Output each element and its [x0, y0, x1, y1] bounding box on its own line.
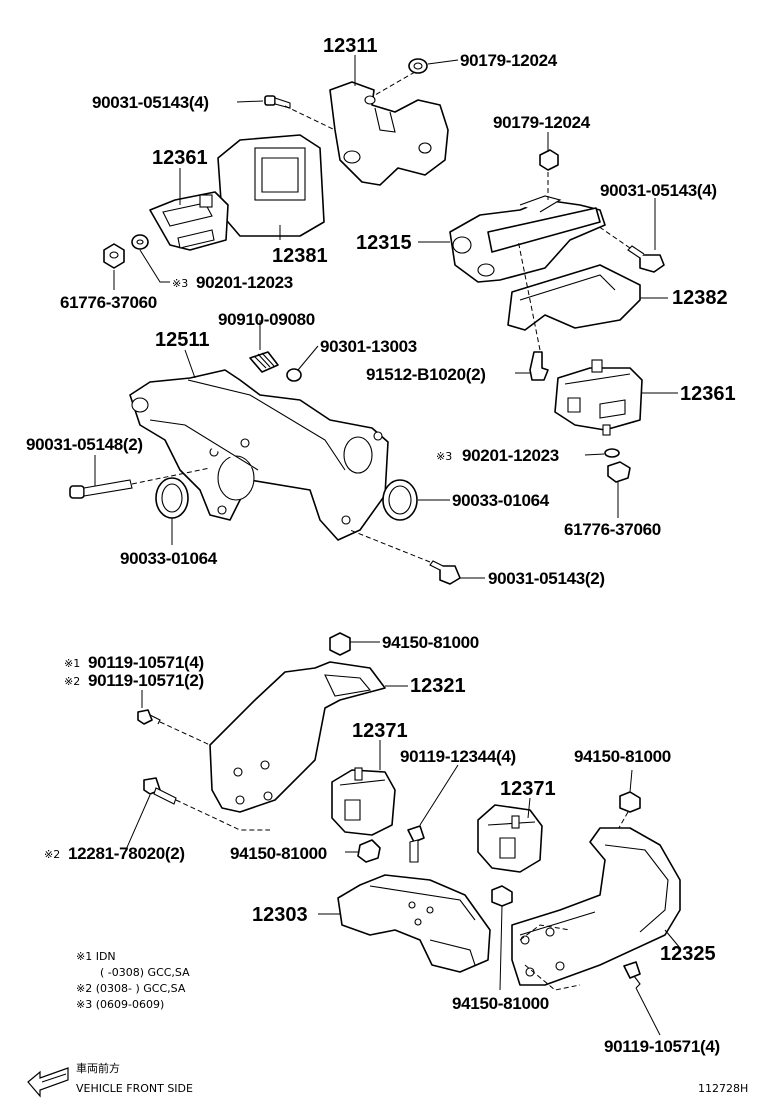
leader-dash [349, 529, 431, 563]
washer-90201-left [131, 234, 149, 250]
label-90201-12023-left: 90201-12023 [196, 273, 293, 292]
label-90031-05143-top: 90031-05143(4) [92, 93, 209, 112]
label-90179-12024-right: 90179-12024 [493, 113, 591, 132]
bolt-90031-05148 [69, 479, 133, 499]
bolt-90119-a [137, 709, 161, 725]
label-90033-01064-right: 90033-01064 [452, 491, 550, 510]
note-line-3: ※2 (0308- ) GCC,SA [76, 982, 186, 995]
leader-dash [517, 239, 541, 351]
bolt-90031-right [627, 245, 665, 273]
label-90119-10571-bottom: 90119-10571(4) [604, 1037, 720, 1056]
label-90201-12023-right: 90201-12023 [462, 446, 559, 465]
part-12511-crossmember [129, 369, 389, 541]
leader-dash [175, 799, 270, 831]
label-12371-right: 12371 [500, 778, 556, 800]
leader-dash [374, 71, 416, 96]
label-12511: 12511 [155, 329, 210, 351]
leader-lines [94, 55, 681, 1036]
label-90031-05148: 90031-05148(2) [26, 435, 143, 454]
label-12303: 12303 [252, 904, 308, 926]
label-90119-10571-a: 90119-10571(4) [88, 653, 204, 672]
nut-94150-right [619, 791, 641, 813]
label-90031-05143-right: 90031-05143(4) [600, 181, 717, 200]
part-12381-cover [217, 134, 325, 237]
bolt-12281 [143, 777, 177, 805]
vehicle-front-arrow [27, 1067, 69, 1098]
leader-dash [159, 721, 211, 746]
mark-1: ※1 [64, 657, 80, 670]
label-90031-05143-bottom: 90031-05143(2) [488, 569, 605, 588]
bolt-90119-bottom [623, 961, 641, 989]
washer-90201-right [604, 448, 620, 458]
label-94150-81000-bottom: 94150-81000 [452, 994, 549, 1013]
label-91512-b1020: 91512-B1020(2) [366, 365, 486, 384]
leader-dash [597, 225, 631, 249]
bolt-90031-bottom [429, 560, 461, 585]
label-12281-78020: 12281-78020(2) [68, 844, 185, 863]
ring-90301 [286, 368, 302, 382]
label-90119-10571-b: 90119-10571(2) [88, 671, 204, 690]
footer-vehicle-front-side: VEHICLE FRONT SIDE [76, 1082, 193, 1095]
part-labels: 12311 90179-12024 90031-05143(4) 12361 1… [26, 35, 736, 1056]
bolt-90031-top [264, 95, 291, 109]
diagram-code: 112728H [698, 1082, 748, 1095]
label-90179-12024-top: 90179-12024 [460, 51, 558, 70]
footnotes: ※1 IDN ( -0308) GCC,SA ※2 (0308- ) GCC,S… [76, 950, 190, 1011]
label-90033-01064-left: 90033-01064 [120, 549, 218, 568]
nut-61776-left [103, 243, 125, 269]
nut-94150-mid [357, 839, 381, 863]
mark-3-left: ※3 [172, 277, 188, 290]
stud-90910 [249, 351, 279, 373]
mark-3-right: ※3 [436, 450, 452, 463]
part-12315-bracket [449, 195, 606, 283]
bolt-90119-12344 [407, 825, 425, 863]
nut-90179-top [408, 58, 428, 74]
leader-dash [131, 467, 211, 485]
leader-dash [284, 105, 336, 131]
note-line-4: ※3 (0609-0609) [76, 998, 164, 1011]
part-12321-bracket [209, 661, 386, 813]
part-12311-bracket [329, 81, 449, 186]
note-line-2: ( -0308) GCC,SA [100, 966, 190, 979]
nut-61776-right [607, 461, 631, 483]
label-61776-37060-right: 61776-37060 [564, 520, 661, 539]
part-12303-bracket [337, 874, 491, 973]
label-12381: 12381 [272, 245, 328, 267]
part-12361-right-mount [554, 359, 643, 436]
nut-94150-bottom [491, 885, 513, 907]
label-12311: 12311 [323, 35, 378, 57]
part-12371-right-mount [477, 804, 543, 873]
footer-japanese: 車両前方 [76, 1061, 120, 1075]
label-12325: 12325 [660, 943, 716, 965]
mark-2-b: ※2 [44, 848, 60, 861]
label-12382: 12382 [672, 287, 728, 309]
label-90301-13003: 90301-13003 [320, 337, 417, 356]
label-12361-left: 12361 [152, 147, 208, 169]
label-61776-37060-left: 61776-37060 [60, 293, 157, 312]
label-12361-right: 12361 [680, 383, 736, 405]
label-94150-81000-top: 94150-81000 [382, 633, 479, 652]
part-12382-cover [507, 264, 641, 331]
front-arrow-hatch [41, 1073, 67, 1083]
part-12325-bracket [511, 827, 681, 986]
label-90119-12344: 90119-12344(4) [400, 747, 516, 766]
label-94150-81000-right: 94150-81000 [574, 747, 671, 766]
front-arrow-icon [27, 1067, 69, 1098]
note-line-1: ※1 IDN [76, 950, 116, 963]
ring-90033-left [155, 477, 189, 519]
bolt-91512 [529, 351, 549, 381]
label-90910-09080: 90910-09080 [218, 310, 315, 329]
label-12315: 12315 [356, 232, 412, 254]
leader-dash [519, 924, 581, 991]
label-12321: 12321 [410, 675, 466, 697]
label-94150-81000-mid: 94150-81000 [230, 844, 327, 863]
part-12371-left-mount [331, 767, 396, 836]
label-12371-left: 12371 [352, 720, 408, 742]
nut-94150-top [329, 632, 351, 656]
mark-2-a: ※2 [64, 675, 80, 688]
part-12361-left-mount [149, 191, 229, 251]
nut-90179-right [539, 149, 559, 171]
ring-90033-right [382, 479, 418, 521]
